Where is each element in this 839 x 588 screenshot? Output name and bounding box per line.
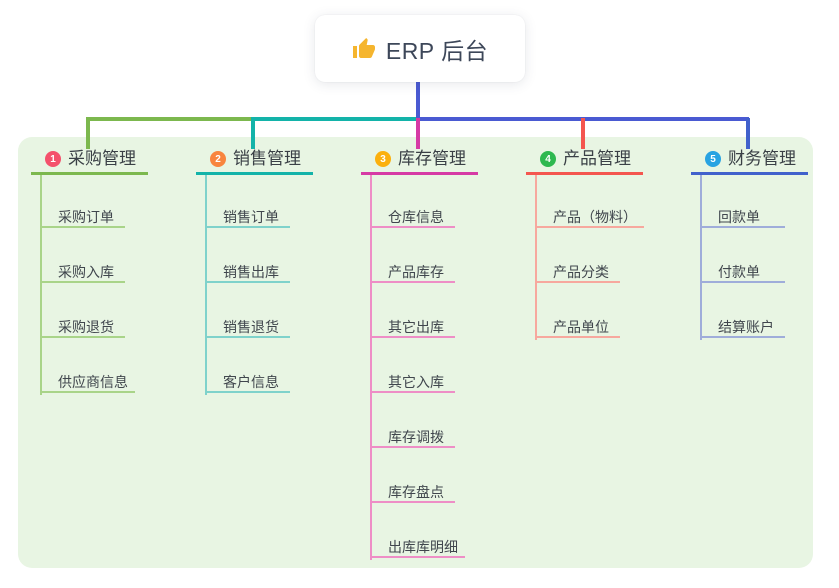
- branch-spine: [700, 175, 702, 340]
- root-node-label: ERP 后台: [385, 37, 489, 64]
- badge-1: 1: [45, 151, 61, 167]
- child-node[interactable]: 其它出库: [371, 316, 455, 338]
- badge-2: 2: [210, 151, 226, 167]
- branch-spine: [535, 175, 537, 340]
- branch-inventory: 3 库存管理 仓库信息产品库存其它出库其它入库库存调拨库存盘点出库库明细: [361, 118, 516, 578]
- branch-connector: [581, 118, 585, 149]
- branch-product: 4 产品管理 产品（物料） 产品分类产品单位: [526, 118, 681, 578]
- child-node[interactable]: 产品库存: [371, 261, 455, 283]
- branch-connector: [416, 118, 420, 149]
- child-node[interactable]: 出库库明细: [371, 536, 465, 558]
- branch-underline: [196, 172, 313, 175]
- branch-label: 财务管理: [728, 149, 796, 168]
- child-node[interactable]: 销售退货: [206, 316, 290, 338]
- thumbs-up-icon: [352, 37, 376, 61]
- branch-label: 库存管理: [398, 149, 466, 168]
- badge-4: 4: [540, 151, 556, 167]
- child-node[interactable]: 库存盘点: [371, 481, 455, 503]
- branch-connector: [251, 118, 255, 149]
- branch-title-sales[interactable]: 2 销售管理: [196, 148, 346, 172]
- branch-spine: [40, 175, 42, 395]
- child-node[interactable]: 销售订单: [206, 206, 290, 228]
- child-node[interactable]: 付款单: [701, 261, 785, 283]
- branch-finance: 5 财务管理 回款单付款单结算账户: [691, 118, 839, 578]
- child-node[interactable]: 销售出库: [206, 261, 290, 283]
- branch-underline: [31, 172, 148, 175]
- branch-underline: [691, 172, 808, 175]
- branch-underline: [526, 172, 643, 175]
- branch-connector: [86, 118, 90, 149]
- branch-title-finance[interactable]: 5 财务管理: [691, 148, 839, 172]
- branch-title-purchase[interactable]: 1 采购管理: [31, 148, 181, 172]
- branch-spine: [205, 175, 207, 395]
- child-node[interactable]: 采购退货: [41, 316, 125, 338]
- branch-title-product[interactable]: 4 产品管理: [526, 148, 676, 172]
- child-node[interactable]: 产品（物料）: [536, 206, 644, 228]
- child-node[interactable]: 仓库信息: [371, 206, 455, 228]
- branch-underline: [361, 172, 478, 175]
- child-node[interactable]: 结算账户: [701, 316, 785, 338]
- branch-label: 产品管理: [563, 149, 631, 168]
- branch-label: 销售管理: [233, 149, 301, 168]
- child-node[interactable]: 回款单: [701, 206, 785, 228]
- child-node[interactable]: 产品单位: [536, 316, 620, 338]
- branch-connector: [746, 118, 750, 149]
- branch-title-inventory[interactable]: 3 库存管理: [361, 148, 511, 172]
- connector-horizontal-left: [86, 117, 253, 121]
- branch-label: 采购管理: [68, 149, 136, 168]
- branch-spine: [370, 175, 372, 560]
- connector-root-vertical: [416, 82, 420, 121]
- branch-sales: 2 销售管理 销售订单销售出库销售退货客户信息: [196, 118, 351, 578]
- badge-5: 5: [705, 151, 721, 167]
- child-node[interactable]: 其它入库: [371, 371, 455, 393]
- child-node[interactable]: 采购订单: [41, 206, 125, 228]
- child-node[interactable]: 供应商信息: [41, 371, 135, 393]
- root-node[interactable]: ERP 后台: [315, 15, 525, 82]
- mindmap-panel: [18, 137, 813, 568]
- child-node[interactable]: 采购入库: [41, 261, 125, 283]
- badge-3: 3: [375, 151, 391, 167]
- connector-horizontal-mid: [251, 117, 418, 121]
- branch-purchase: 1 采购管理 采购订单采购入库采购退货供应商信息: [31, 118, 186, 578]
- child-node[interactable]: 库存调拨: [371, 426, 455, 448]
- child-node[interactable]: 产品分类: [536, 261, 620, 283]
- child-node[interactable]: 客户信息: [206, 371, 290, 393]
